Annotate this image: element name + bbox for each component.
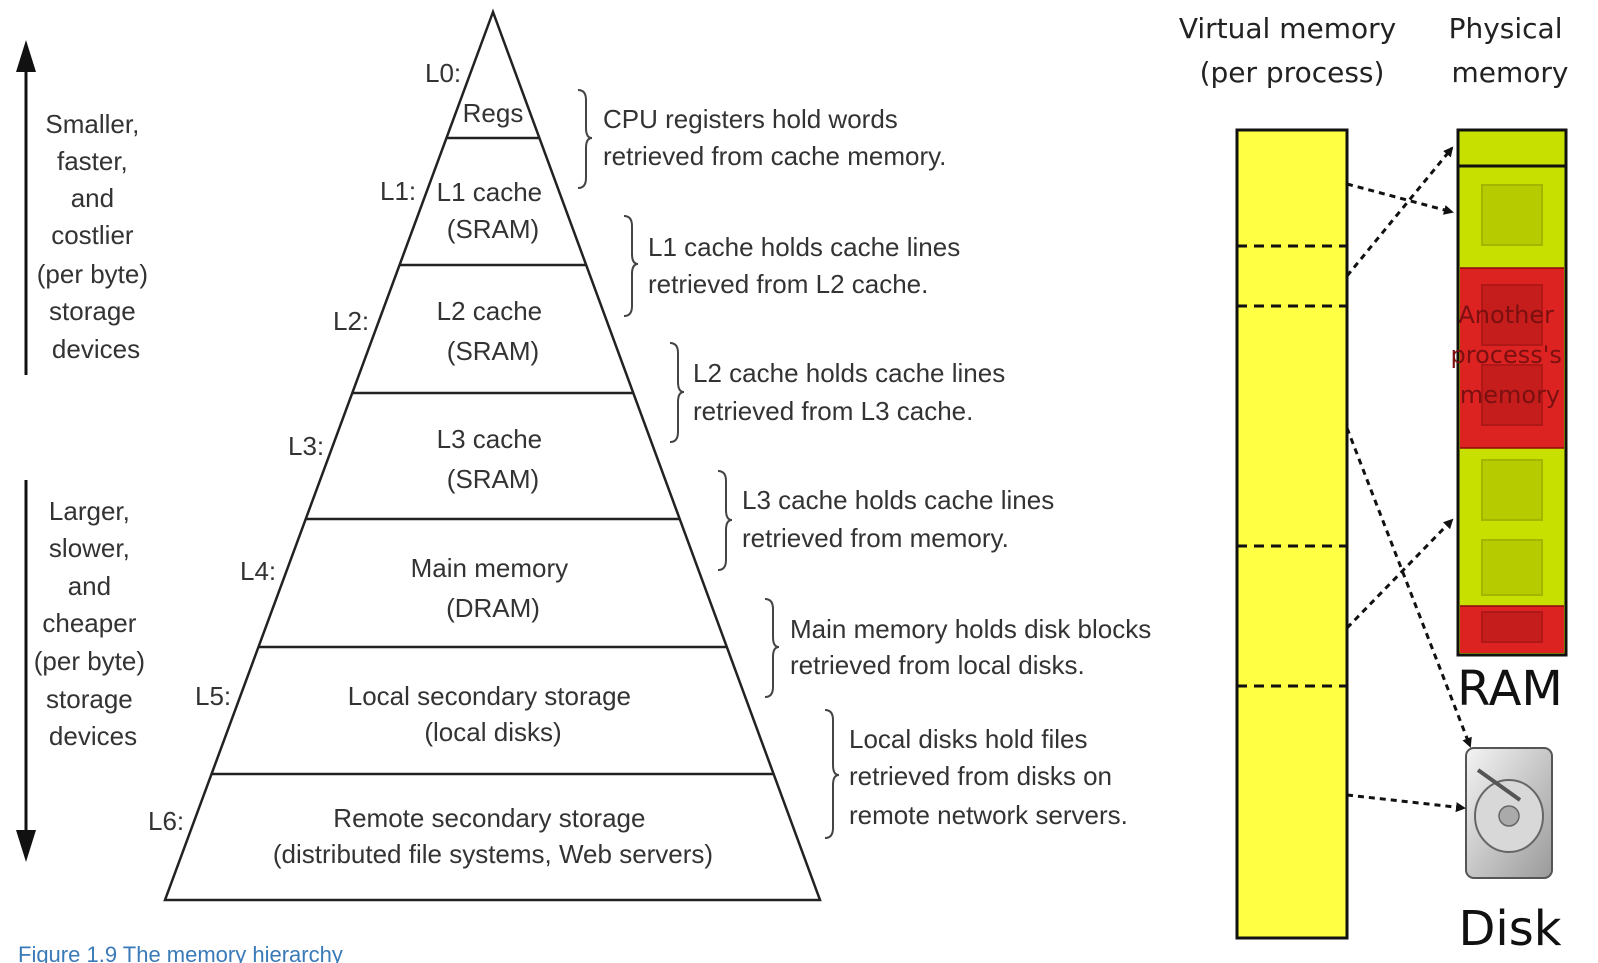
level-label-l0: L0: bbox=[425, 58, 461, 88]
description-l4: Main memory holds disk blocks retrieved … bbox=[790, 614, 1158, 680]
description-l1: L1 cache holds cache lines retrieved fro… bbox=[648, 232, 967, 299]
description-l3: L3 cache holds cache lines retrieved fro… bbox=[742, 485, 1061, 553]
pyramid bbox=[163, 8, 822, 902]
description-l2: L2 cache holds cache lines retrieved fro… bbox=[693, 358, 1012, 426]
virtual-memory-column bbox=[1235, 128, 1349, 940]
hard-disk-icon bbox=[1465, 747, 1553, 879]
level-label-l3: L3: bbox=[288, 431, 324, 461]
another-process-memory-label: Another process's memory bbox=[1451, 301, 1570, 409]
level-l1-content: L1 cache (SRAM) bbox=[437, 177, 550, 244]
figure-caption: Figure 1.9 The memory hierarchy bbox=[18, 942, 343, 963]
level-label-l2: L2: bbox=[333, 306, 369, 336]
ram-column bbox=[1456, 128, 1568, 657]
speed-arrow-up bbox=[16, 40, 36, 375]
level-l6-content: Remote secondary storage (distributed fi… bbox=[273, 803, 713, 869]
level-label-l6: L6: bbox=[148, 806, 184, 836]
level-label-l1: L1: bbox=[380, 176, 416, 206]
physical-memory-header: Physical memory bbox=[1449, 12, 1572, 89]
disk-label: Disk bbox=[1458, 901, 1561, 957]
level-l4-content: Main memory (DRAM) bbox=[411, 553, 576, 623]
level-label-l4: L4: bbox=[240, 556, 276, 586]
virtual-memory-header: Virtual memory (per process) bbox=[1179, 12, 1405, 89]
description-l0: CPU registers hold words retrieved from … bbox=[603, 104, 946, 171]
description-l5: Local disks hold files retrieved from di… bbox=[849, 724, 1128, 830]
level-l3-content: L3 cache (SRAM) bbox=[437, 424, 550, 494]
level-l0-content: Regs bbox=[463, 98, 524, 128]
ram-label: RAM bbox=[1457, 661, 1563, 717]
page-mapping-arrows bbox=[1345, 146, 1472, 813]
speed-arrow-down bbox=[16, 480, 36, 862]
level-l5-content: Local secondary storage (local disks) bbox=[348, 681, 639, 747]
level-label-l5: L5: bbox=[195, 681, 231, 711]
description-braces bbox=[577, 89, 840, 839]
faster-devices-label: Smaller, faster, and costlier (per byte)… bbox=[37, 109, 156, 364]
slower-devices-label: Larger, slower, and cheaper (per byte) s… bbox=[34, 496, 153, 751]
level-l2-content: L2 cache (SRAM) bbox=[437, 296, 550, 366]
